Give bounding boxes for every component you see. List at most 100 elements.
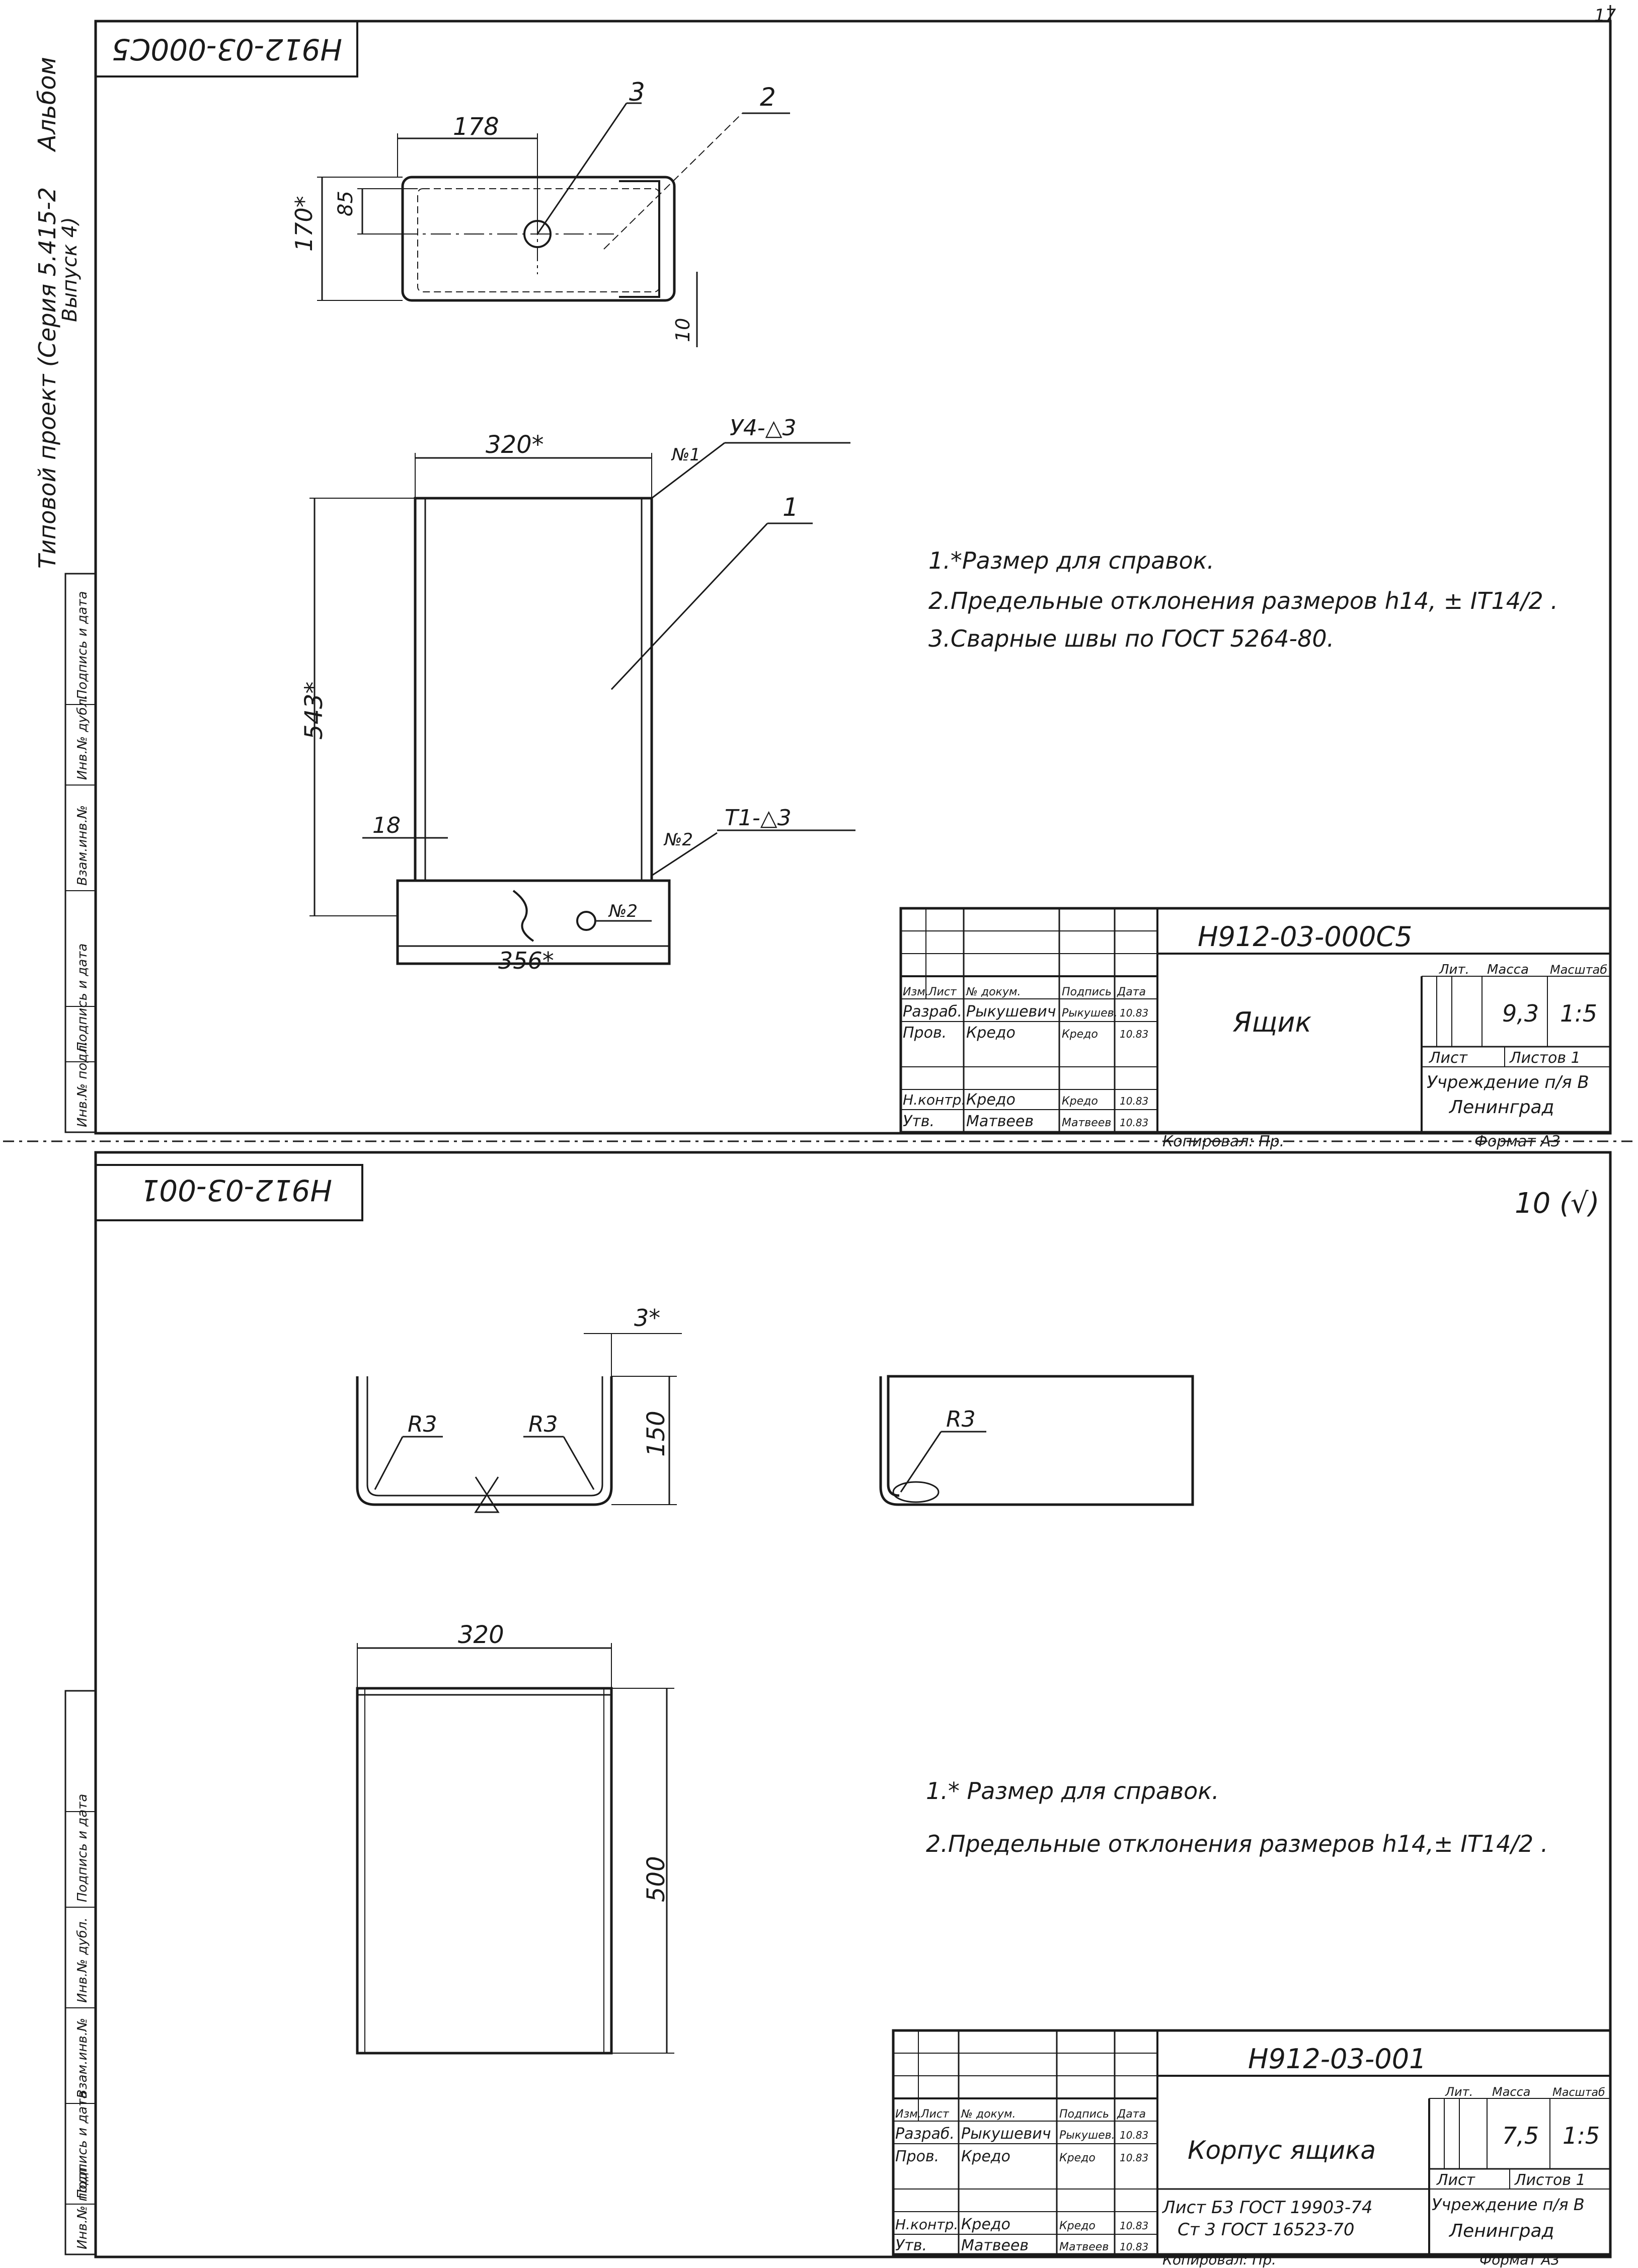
upper-mass: 9,3 xyxy=(1502,1000,1539,1027)
upper-front-view xyxy=(396,497,671,965)
upper-copied: Копировал: Пр. xyxy=(1162,1133,1284,1150)
hdr-sign: Подпись xyxy=(1062,986,1112,998)
dim-3-star: 3* xyxy=(634,1304,660,1332)
dim-10: 10 xyxy=(672,318,694,342)
lower-hdr-list: Лист xyxy=(920,2108,950,2121)
lower-role-utv: Утв. xyxy=(895,2237,927,2254)
lower-role-razrab: Разраб. xyxy=(895,2125,955,2143)
upper-city: Ленинград xyxy=(1448,1097,1554,1118)
sign-nkontr: Кредо xyxy=(1062,1095,1098,1108)
upper-title-block xyxy=(899,907,1612,1134)
date-utv: 10.83 xyxy=(1120,1117,1148,1129)
upper-side-columns xyxy=(64,573,97,1133)
lower-copied: Копировал: Пр. xyxy=(1162,2251,1276,2268)
roughness-mark: 10 (√) xyxy=(1515,1187,1599,1220)
upper-top-view xyxy=(398,176,676,302)
weld-2-no: №2 xyxy=(663,830,693,850)
lower-org: Учреждение п/я В xyxy=(1432,2195,1585,2214)
name-nkontr: Кредо xyxy=(966,1091,1016,1109)
role-prov: Пров. xyxy=(903,1024,947,1042)
lower-note-2: 2.Предельные отклонения размеров h14,± I… xyxy=(926,1830,1548,1857)
hdr-list: Лист xyxy=(928,986,957,998)
radius-side: R3 xyxy=(946,1406,976,1432)
weld-1-symbol: У4-△3 xyxy=(730,415,797,441)
date-nkontr: 10.83 xyxy=(1120,1095,1148,1107)
lower-sign-nkontr: Кредо xyxy=(1059,2220,1096,2232)
lower-frame xyxy=(94,1151,1612,2258)
lower-name-razrab: Рыкушевич xyxy=(961,2125,1051,2143)
upper-note-2: 2.Предельные отклонения размеров h14, ± … xyxy=(928,587,1558,614)
material-line-2: Ст 3 ГОСТ 16523-70 xyxy=(1178,2220,1355,2240)
lower-sheet-label: Лист xyxy=(1436,2171,1476,2189)
sign-utv: Матвеев xyxy=(1062,1117,1111,1129)
lower-date-razrab: 10.83 xyxy=(1120,2129,1148,2141)
upper-scale-label: Масштаб xyxy=(1550,963,1607,977)
hdr-izm: Изм. xyxy=(903,986,929,998)
lower-side-view xyxy=(879,1375,1194,1506)
lower-code-stamp-box xyxy=(95,1164,363,1221)
lower-date-prov: 10.83 xyxy=(1120,2152,1148,2164)
lower-role-nkontr: Н.контр. xyxy=(895,2216,958,2233)
dim-18: 18 xyxy=(372,813,401,838)
dim-320: 320 xyxy=(458,1621,504,1649)
dim-178: 178 xyxy=(453,113,499,141)
side-replace-inv-lower: Взам.инв.№ xyxy=(75,2018,90,2098)
lower-flat-view xyxy=(356,1687,613,2055)
hdr-doc: № докум. xyxy=(966,986,1021,998)
upper-mass-label: Масса xyxy=(1487,962,1529,977)
upper-org: Учреждение п/я В xyxy=(1427,1072,1589,1092)
sheet-corner-number: 17 xyxy=(1594,6,1616,26)
lower-mass: 7,5 xyxy=(1502,2122,1539,2149)
dim-170: 170* xyxy=(290,196,318,252)
album-label: Альбом xyxy=(33,57,61,152)
leader-3: 3 xyxy=(629,77,645,107)
lower-mass-label: Масса xyxy=(1492,2085,1531,2099)
name-prov: Кредо xyxy=(966,1024,1016,1042)
side-sign-date-lower: Подпись и дата xyxy=(75,2091,90,2199)
radius-right: R3 xyxy=(528,1412,558,1437)
lower-code-stamp: Н912-03-001 xyxy=(140,1173,332,1207)
lower-designation: Н912-03-001 xyxy=(1248,2043,1426,2075)
lower-title-block xyxy=(892,2029,1612,2256)
upper-note-3: 3.Сварные швы по ГОСТ 5264-80. xyxy=(928,625,1334,652)
hdr-date: Дата xyxy=(1117,986,1146,998)
side-dup-inv: Инв.№ дубл. xyxy=(75,694,90,780)
weld-2-symbol: Т1-△3 xyxy=(725,805,792,831)
upper-lit-label: Лит. xyxy=(1439,962,1469,977)
lower-name-prov: Кредо xyxy=(961,2148,1010,2165)
lower-sheets-label: Листов 1 xyxy=(1514,2171,1586,2189)
lower-hdr-date: Дата xyxy=(1117,2108,1146,2121)
radius-left: R3 xyxy=(408,1412,437,1437)
lower-format: Формат А3 xyxy=(1479,2251,1559,2268)
side-inv-original: Инв.№ подл. xyxy=(75,1041,90,1127)
lower-sign-prov: Кредо xyxy=(1059,2152,1096,2164)
lower-sign-razrab: Рыкушев. xyxy=(1059,2129,1115,2142)
lower-lit-label: Лит. xyxy=(1445,2085,1473,2099)
dim-500: 500 xyxy=(642,1856,670,1902)
lower-note-1: 1.* Размер для справок. xyxy=(926,1777,1219,1805)
upper-sheets-label: Листов 1 xyxy=(1509,1049,1581,1067)
dim-85: 85 xyxy=(334,191,357,216)
upper-note-1: 1.*Размер для справок. xyxy=(928,547,1214,574)
weld-2b-no: №2 xyxy=(608,901,638,921)
sign-razrab: Рыкушев. xyxy=(1062,1007,1118,1020)
lower-name-utv: Матвеев xyxy=(961,2237,1029,2254)
dim-356-star: 356* xyxy=(498,947,554,974)
role-nkontr: Н.контр. xyxy=(903,1091,966,1108)
material-line-1: Лист Б3 ГОСТ 19903-74 xyxy=(1161,2198,1372,2218)
side-sign-date: Подпись и дата xyxy=(75,944,90,1052)
side-inv-original-lower: Инв.№ подл. xyxy=(75,2163,90,2249)
upper-format: Формат А3 xyxy=(1474,1133,1561,1150)
role-utv: Утв. xyxy=(903,1113,934,1130)
lower-section-view xyxy=(356,1376,613,1513)
dim-150: 150 xyxy=(642,1411,670,1457)
leader-1: 1 xyxy=(783,493,799,522)
upper-scale: 1:5 xyxy=(1560,1000,1597,1027)
lower-date-utv: 10.83 xyxy=(1120,2241,1148,2253)
name-utv: Матвеев xyxy=(966,1113,1034,1130)
lower-date-nkontr: 10.83 xyxy=(1120,2220,1148,2232)
lower-hdr-izm: Изм. xyxy=(895,2108,921,2121)
upper-sheet-label: Лист xyxy=(1429,1049,1468,1067)
sign-prov: Кредо xyxy=(1062,1028,1098,1041)
upper-code-stamp-box xyxy=(95,20,358,77)
